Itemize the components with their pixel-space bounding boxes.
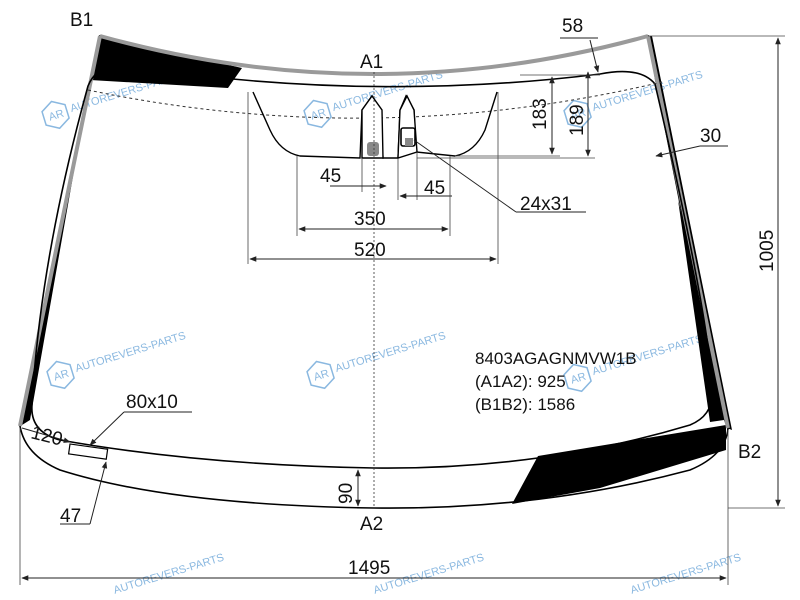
dim-1005-text: 1005 — [757, 230, 778, 272]
dim-45-left-text: 45 — [320, 166, 341, 187]
sensor-right-pad — [405, 138, 413, 146]
dim-24x31-text: 24x31 — [520, 194, 572, 215]
label-b2: B2 — [738, 442, 761, 463]
glass-left-gray-edge — [18, 35, 102, 427]
distance-a1a2: (A1A2): 925 — [475, 372, 566, 391]
dim-30-text: 30 — [700, 126, 721, 147]
glass-inner-edge — [31, 63, 713, 469]
dim-58-text: 58 — [562, 16, 583, 37]
distance-b1b2: (B1B2): 1586 — [475, 395, 575, 414]
watermark-logo: AR — [47, 108, 65, 124]
watermark-text: AUTOREVERS-PARTS — [112, 552, 225, 597]
watermark-group: AR AUTOREVERS-PARTS AR AUTOREVERS-PARTS … — [41, 69, 743, 597]
dim-45-right-text: 45 — [424, 178, 445, 199]
watermark-5: AR AUTOREVERS-PARTS — [306, 330, 447, 390]
dim-24x31-leader — [413, 139, 517, 213]
frit-bottom-right — [512, 425, 726, 504]
dim-183-text: 183 — [530, 98, 551, 130]
dim-350-text: 350 — [354, 209, 386, 230]
label-a1: A1 — [360, 52, 383, 73]
dim-58-line — [589, 39, 600, 73]
dim-189-text: 189 — [567, 104, 588, 136]
mark-rectangle — [67, 443, 109, 460]
watermark-logo: AR — [569, 107, 587, 123]
dim-80x10-leader — [89, 411, 125, 446]
dim-90-text: 90 — [336, 483, 357, 504]
watermark-logo: AR — [569, 371, 587, 387]
dim-80x10-text: 80x10 — [126, 392, 178, 413]
part-code: 8403AGAGNMVW1B — [475, 349, 637, 368]
watermark-text: AUTOREVERS-PARTS — [629, 552, 742, 597]
watermark-text: AUTOREVERS-PARTS — [334, 330, 447, 375]
watermark-7: AUTOREVERS-PARTS — [112, 552, 225, 597]
sensor-right-slot — [397, 94, 418, 159]
watermark-9: AUTOREVERS-PARTS — [629, 552, 742, 597]
watermark-logo: AR — [312, 368, 330, 384]
dim-30-line — [655, 145, 701, 158]
frit-right-triangle — [678, 200, 724, 422]
label-a2: A2 — [360, 514, 383, 535]
watermark-text: AUTOREVERS-PARTS — [74, 330, 187, 375]
sensor-area-outline — [252, 91, 498, 159]
watermark-logo: AR — [52, 368, 70, 384]
dim-47-text: 47 — [60, 506, 81, 527]
frit-top-left — [90, 36, 242, 88]
label-b1: B1 — [70, 10, 93, 31]
dim-120-line — [21, 427, 71, 443]
watermark-4: AR AUTOREVERS-PARTS — [46, 330, 187, 390]
dim-520-text: 520 — [354, 240, 386, 261]
dim-1495-text: 1495 — [348, 558, 390, 579]
dim-47-leader — [89, 461, 108, 525]
dim-120-text: 120 — [29, 422, 65, 450]
watermark-logo: AR — [309, 107, 327, 123]
sensor-left-slot — [361, 94, 384, 159]
watermark-text: AUTOREVERS-PARTS — [591, 69, 704, 114]
sensor-left-pad — [367, 142, 379, 156]
